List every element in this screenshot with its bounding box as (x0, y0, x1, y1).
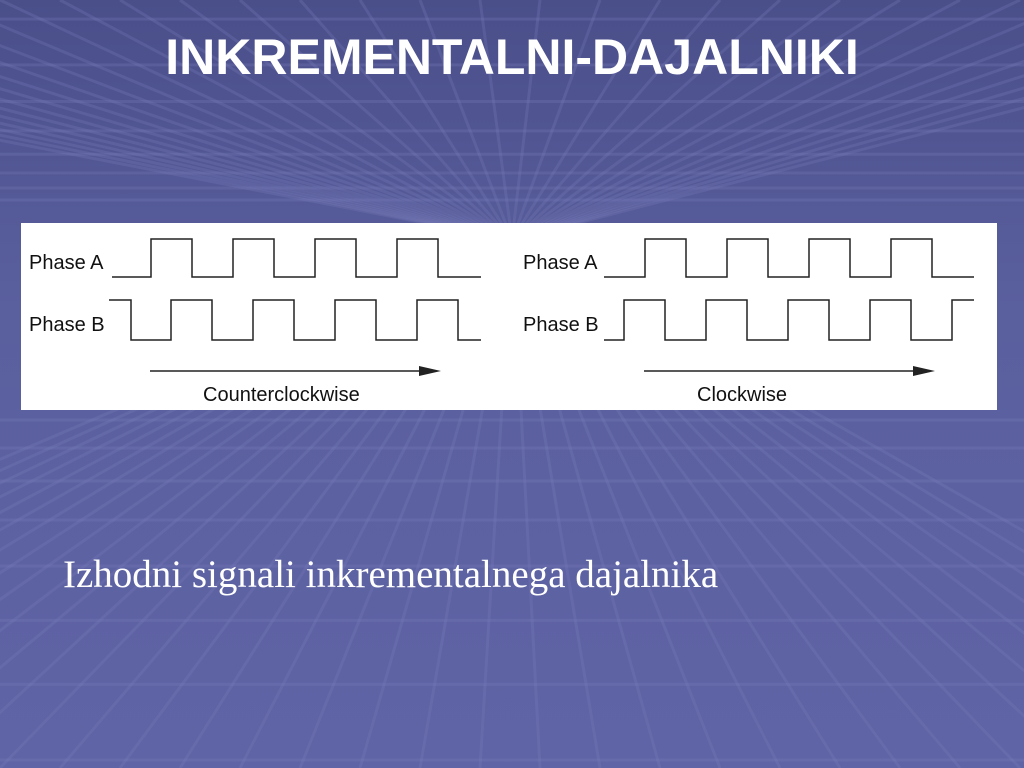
grid-line (511, 22, 1024, 242)
phase-b-label: Phase B (523, 314, 599, 336)
grid-line (0, 23, 513, 242)
grid-line (119, 0, 513, 242)
grid-line (510, 0, 722, 241)
grid-line (0, 121, 513, 242)
grid-line (418, 0, 514, 241)
grid-line (0, 75, 513, 242)
grid-line (511, 74, 1024, 242)
grid-line (0, 97, 513, 242)
grid-line (511, 86, 1024, 242)
grid-line (0, 133, 513, 242)
grid-line (510, 0, 542, 241)
phase-b-waveform (604, 299, 974, 341)
phase-a-label: Phase A (523, 252, 598, 274)
direction-arrow (644, 366, 935, 376)
grid-line (510, 0, 782, 242)
grid-line (511, 106, 1024, 242)
grid-line (0, 0, 513, 242)
encoder-signal-diagram: Phase A Phase B Counterclockwise Phase A… (21, 223, 997, 410)
grid-line (510, 0, 662, 241)
phase-b-waveform (109, 299, 481, 341)
panel-counterclockwise: Phase A Phase B Counterclockwise (29, 238, 481, 406)
grid-line (0, 127, 513, 242)
grid-line (511, 0, 1021, 242)
grid-line (0, 138, 513, 242)
phase-a-waveform (112, 238, 481, 278)
grid-line (239, 0, 513, 242)
grid-line (511, 0, 961, 242)
direction-arrow (150, 366, 441, 376)
grid-line (298, 0, 514, 241)
grid-line (511, 0, 901, 242)
phase-b-label: Phase B (29, 314, 105, 336)
phase-a-label: Phase A (29, 252, 104, 274)
grid-line (511, 96, 1024, 242)
grid-line (358, 0, 514, 241)
slide-caption: Izhodni signali inkrementalnega dajalnik… (63, 553, 719, 596)
panel-clockwise: Phase A Phase B Clockwise (523, 238, 974, 406)
slide-title: INKREMENTALNI-DAJALNIKI (165, 29, 859, 85)
grid-line (510, 0, 602, 241)
phase-a-waveform (604, 238, 974, 278)
grid-line (0, 87, 513, 242)
quadrature-waveforms: Phase A Phase B Counterclockwise Phase A… (29, 238, 974, 406)
direction-label-clockwise: Clockwise (697, 384, 787, 406)
grid-line (511, 0, 841, 242)
direction-label-counterclockwise: Counterclockwise (203, 384, 360, 406)
grid-line (478, 0, 514, 241)
grid-line (59, 0, 513, 242)
grid-line (179, 0, 513, 242)
grid-line (511, 59, 1024, 242)
grid-line (511, 42, 1024, 242)
grid-line (0, 60, 513, 242)
grid-line (0, 106, 513, 242)
grid-line (0, 114, 513, 242)
grid-line (0, 43, 513, 242)
